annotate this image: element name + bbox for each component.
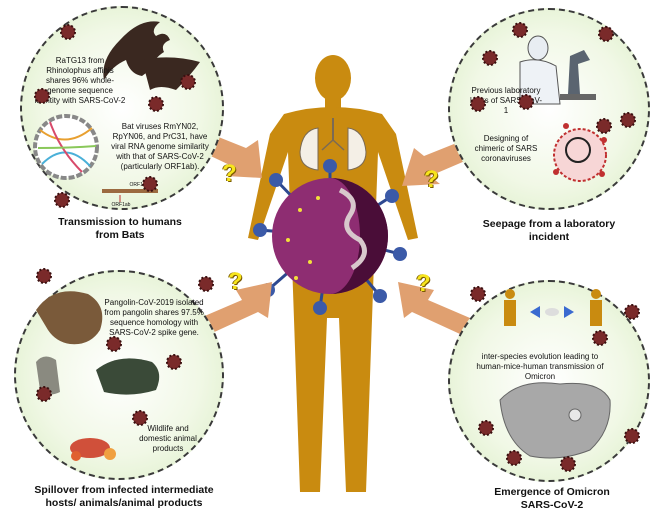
- small-virus-icon: [166, 354, 182, 370]
- small-virus-icon: [470, 286, 486, 302]
- small-virus-icon: [592, 330, 608, 346]
- small-virus-icon: [132, 410, 148, 426]
- small-virus-icon: [180, 74, 196, 90]
- question-mark-spillover: ?: [228, 268, 243, 295]
- small-virus-icon: [512, 22, 528, 38]
- spillover-text-wildlife: Wildlife and domestic animal products: [139, 424, 197, 453]
- small-virus-icon: [36, 268, 52, 284]
- lab-text-chimeric: Designing of chimeric of SARS coronaviru…: [474, 134, 538, 163]
- small-virus-icon: [34, 88, 50, 104]
- small-virus-icon: [60, 24, 76, 40]
- small-virus-icon: [624, 428, 640, 444]
- small-virus-icon: [198, 276, 214, 292]
- small-virus-icon: [518, 94, 534, 110]
- spillover-text-pangolin: Pangolin-CoV-2019 isolated from pangolin…: [104, 298, 204, 337]
- small-virus-icon: [36, 386, 52, 402]
- question-mark-lab: ?: [424, 166, 439, 193]
- small-virus-icon: [596, 118, 612, 134]
- small-virus-icon: [142, 176, 158, 192]
- small-virus-icon: [478, 420, 494, 436]
- small-virus-icon: [624, 304, 640, 320]
- orf-bottom-label: ORF1ab: [111, 202, 131, 208]
- omicron-caption: Emergence of Omicron SARS-CoV-2: [494, 486, 610, 511]
- spillover-caption: Spillover from infected intermediate hos…: [34, 484, 214, 509]
- small-virus-icon: [482, 50, 498, 66]
- small-virus-icon: [148, 96, 164, 112]
- small-virus-icon: [598, 26, 614, 42]
- bats-text-ratg13: RaTG13 from Rhinolophus affinis shares 9…: [34, 56, 126, 105]
- small-virus-icon: [106, 336, 122, 352]
- small-virus-icon: [54, 192, 70, 208]
- omicron-text-evolution: inter-species evolution leading to human…: [476, 352, 604, 381]
- small-virus-icon: [506, 450, 522, 466]
- question-mark-omicron: ?: [416, 270, 431, 297]
- orf-top-label: ORF1ab: [129, 182, 149, 188]
- bats-caption: Transmission to humans from Bats: [58, 216, 182, 241]
- lab-caption: Seepage from a laboratory incident: [482, 218, 616, 243]
- lab-text-leaks: Previous laboratory leaks of SARS-CoV-1: [469, 86, 543, 115]
- small-virus-icon: [620, 112, 636, 128]
- question-mark-bats: ?: [222, 160, 237, 187]
- bats-text-rmyn02: Bat viruses RmYN02, RpYN06, and PrC31, h…: [111, 122, 209, 171]
- small-virus-icon: [470, 96, 486, 112]
- small-virus-icon: [560, 456, 576, 472]
